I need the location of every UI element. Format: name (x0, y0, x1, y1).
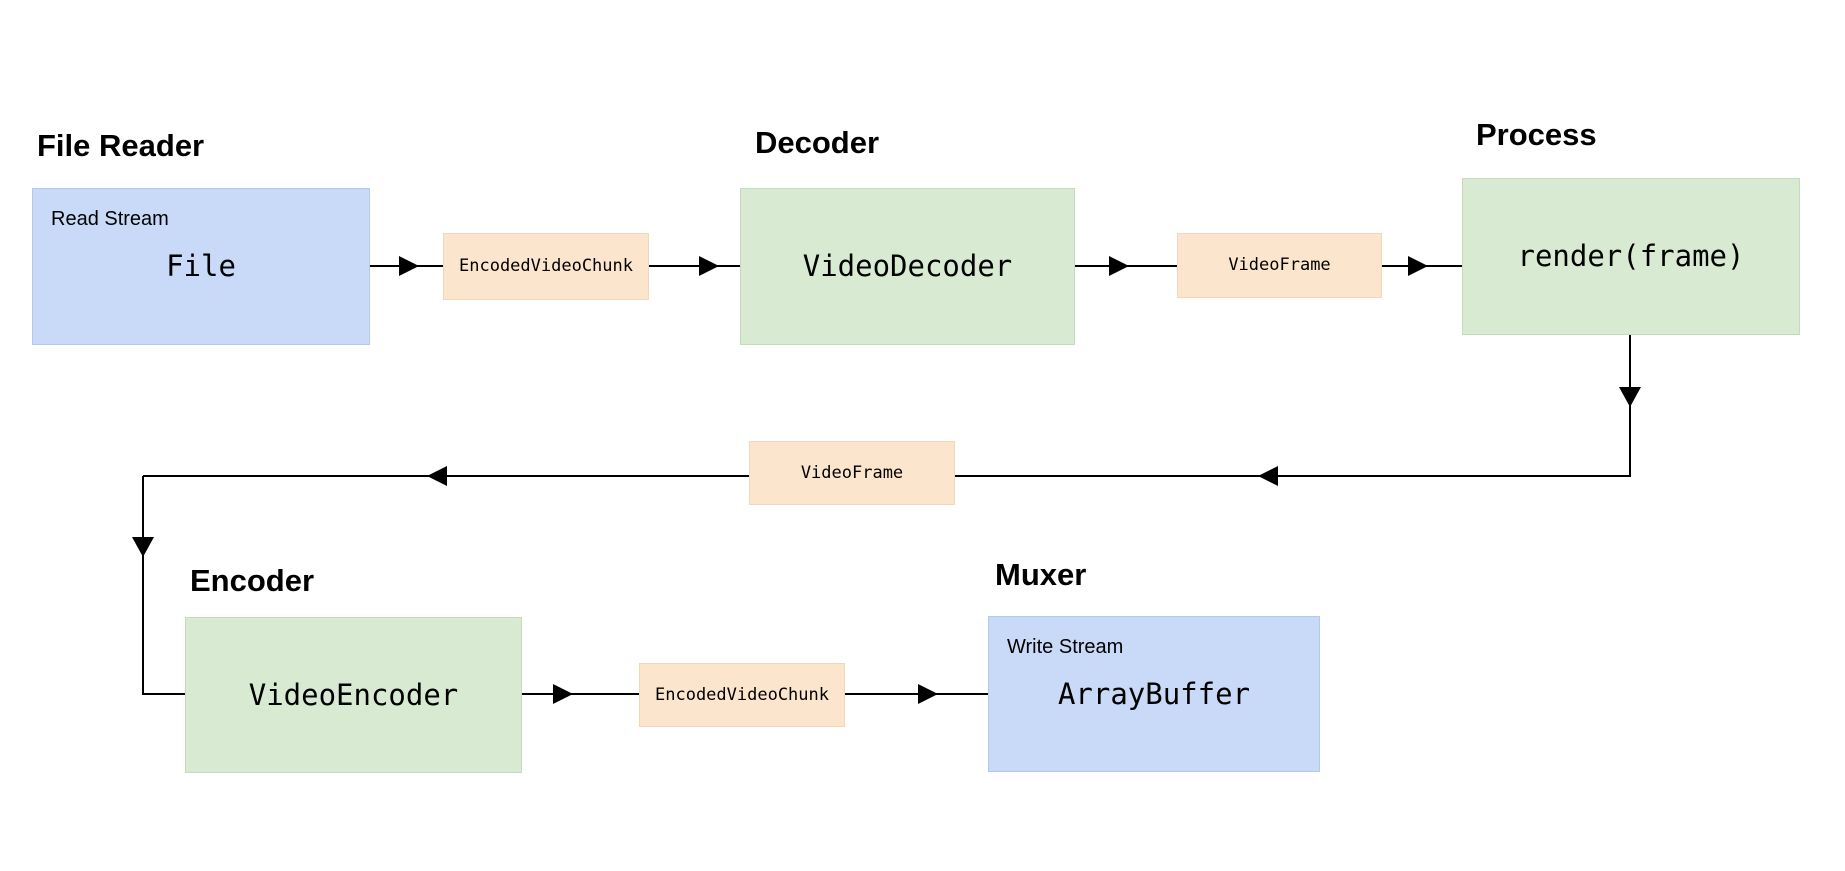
section-title-encoder: Encoder (190, 563, 315, 598)
video-frame-top-box: VideoFrame (1177, 233, 1382, 298)
read-stream-label: Read Stream (51, 208, 169, 230)
render-frame-label: render(frame) (1517, 239, 1745, 273)
section-title-file-reader: File Reader (37, 128, 205, 163)
encoded-video-chunk-bottom-label: EncodedVideoChunk (655, 684, 829, 705)
connector-chunk-to-decoder (649, 265, 740, 267)
video-decoder-box: VideoDecoder (740, 188, 1075, 345)
arrowhead-down-icon (132, 537, 154, 557)
array-buffer-label: ArrayBuffer (1057, 676, 1251, 711)
video-encoder-box: VideoEncoder (185, 617, 522, 773)
encoded-video-chunk-top-box: EncodedVideoChunk (443, 233, 649, 300)
video-decoder-label: VideoDecoder (802, 249, 1013, 283)
encoded-video-chunk-bottom-box: EncodedVideoChunk (639, 663, 845, 727)
video-frame-return-label: VideoFrame (800, 462, 904, 483)
section-title-muxer: Muxer (995, 557, 1087, 592)
arrowhead-right-icon (553, 684, 573, 704)
arrowhead-right-icon (1109, 256, 1129, 276)
video-frame-top-label: VideoFrame (1228, 255, 1331, 275)
connector-chunk-to-muxer (845, 693, 988, 695)
arrowhead-down-icon (1619, 387, 1641, 407)
connector-left-down (142, 476, 144, 695)
connector-encoder-to-chunk (522, 693, 639, 695)
section-title-decoder: Decoder (755, 125, 880, 160)
arrowhead-right-icon (699, 256, 719, 276)
connector-into-encoder (144, 693, 185, 695)
video-frame-return-box: VideoFrame (749, 441, 955, 505)
arrowhead-right-icon (1408, 256, 1428, 276)
section-title-process: Process (1476, 117, 1597, 152)
arrowhead-left-icon (1258, 466, 1278, 486)
arrowhead-right-icon (399, 256, 419, 276)
process-box: render(frame) (1462, 178, 1800, 335)
arrowhead-right-icon (918, 684, 938, 704)
muxer-box: Write Stream ArrayBuffer (988, 616, 1320, 772)
file-reader-box: Read Stream File (32, 188, 370, 345)
file-label: File (166, 249, 236, 283)
encoded-video-chunk-top-label: EncodedVideoChunk (459, 256, 633, 276)
video-encoder-label: VideoEncoder (248, 677, 459, 712)
write-stream-label: Write Stream (1007, 636, 1124, 658)
arrowhead-left-icon (427, 466, 447, 486)
